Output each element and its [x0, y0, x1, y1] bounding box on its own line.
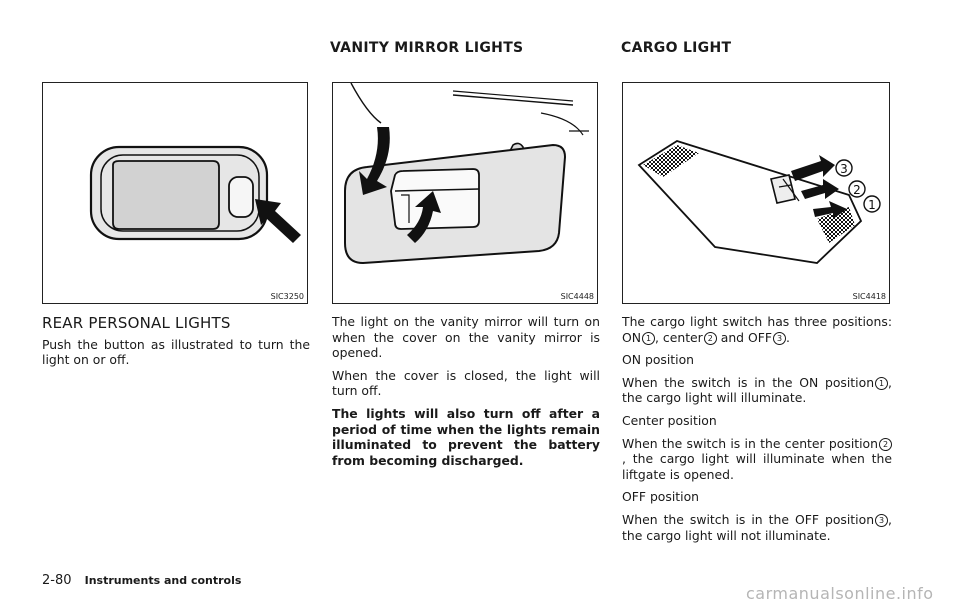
callout-3: 3: [835, 159, 853, 177]
paragraph-battery-warning: The lights will also turn off after a pe…: [332, 405, 600, 468]
circled-number-3: 3: [875, 513, 889, 527]
page-footer: 2-80 Instruments and controls: [42, 569, 241, 588]
figure-rear-personal-light: SIC3250: [42, 82, 308, 304]
heading-center-position: Center position: [622, 412, 717, 428]
section-title-vanity-mirror-lights: VANITY MIRROR LIGHTS: [330, 40, 524, 56]
figure-code-sic3250: SIC3250: [270, 292, 304, 301]
section-title-cargo-light: CARGO LIGHT: [621, 40, 732, 56]
rear-personal-light-illustration: [89, 145, 301, 243]
page-number: 2-80: [42, 573, 72, 588]
paragraph-rear-personal-lights: Push the button as illustrated to turn t…: [42, 336, 310, 368]
svg-text:1: 1: [868, 198, 876, 212]
cargo-light-illustration: 3 2 1: [637, 140, 881, 264]
watermark: carmanualsonline.info: [746, 584, 934, 603]
left-column: REAR PERSONAL LIGHTS Push the button as …: [42, 314, 310, 375]
circled-number-3: 3: [772, 331, 786, 345]
svg-text:3: 3: [840, 162, 848, 176]
callout-1: 1: [863, 195, 881, 213]
heading-off-position: OFF position: [622, 489, 700, 505]
callout-2: 2: [848, 180, 866, 198]
heading-rear-personal-lights: REAR PERSONAL LIGHTS: [42, 314, 231, 332]
paragraph-cargo-switch-positions: The cargo light switch has three positio…: [622, 314, 892, 345]
heading-on-position: ON position: [622, 352, 695, 368]
circled-number-1: 1: [642, 331, 656, 345]
paragraph-vanity-light-on: The light on the vanity mirror will turn…: [332, 314, 600, 361]
vanity-mirror-illustration: [344, 83, 589, 265]
middle-column: The light on the vanity mirror will turn…: [332, 314, 600, 475]
circled-number-2: 2: [703, 331, 717, 345]
paragraph-vanity-light-off: When the cover is closed, the light will…: [332, 367, 600, 399]
right-column: The cargo light switch has three positio…: [622, 314, 892, 550]
figure-code-sic4418: SIC4418: [852, 292, 886, 301]
figure-cargo-light: 3 2 1 SIC4418: [622, 82, 890, 304]
circled-number-2: 2: [879, 437, 892, 451]
circled-number-1: 1: [875, 376, 889, 390]
svg-text:2: 2: [853, 183, 861, 197]
paragraph-center-position: When the switch is in the center positio…: [622, 435, 892, 482]
figure-code-sic4448: SIC4448: [560, 292, 594, 301]
figure-vanity-mirror: SIC4448: [332, 82, 598, 304]
chapter-title: Instruments and controls: [84, 574, 242, 587]
